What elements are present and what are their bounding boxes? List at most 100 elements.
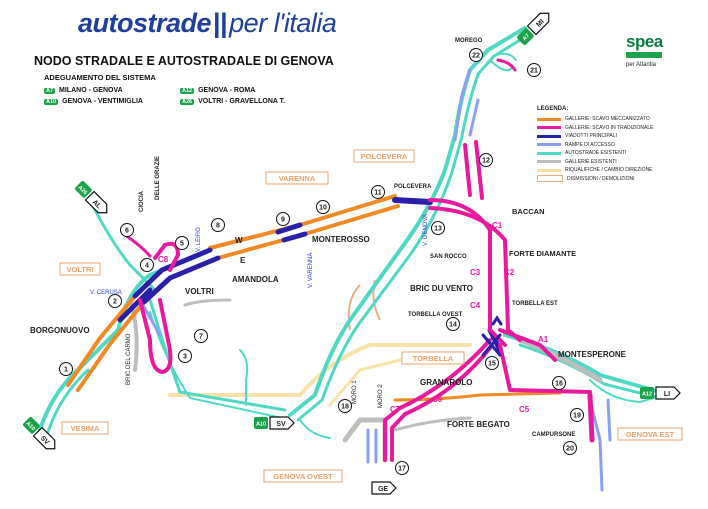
road-label: V. VARENNA (308, 253, 314, 288)
existing-tunnels (128, 298, 603, 463)
tunnel-baccan (463, 143, 472, 197)
marker-number: 3 (183, 354, 187, 361)
direction-arrow-icon (526, 12, 550, 36)
spea-by: per Atlantia (626, 62, 657, 68)
place-label: VOLTRI (185, 287, 214, 296)
legend-item: GALLERIE ESISTENTI (537, 158, 695, 167)
marker-10: 10 (316, 200, 330, 214)
marker-circle (178, 349, 192, 363)
area-label-box (353, 149, 415, 163)
place-label: CAMPURSONE (532, 432, 575, 438)
portal-tick (258, 238, 262, 240)
marker-circle (276, 212, 290, 226)
marker-14: 14 (446, 317, 460, 331)
legend-swatch (537, 126, 561, 130)
marker-number: 11 (374, 190, 382, 197)
viaduct-varenna (275, 222, 303, 235)
marker-circle (59, 362, 73, 376)
direction-arrow-icon (371, 481, 397, 495)
traditional-tunnels (123, 58, 595, 462)
viaduct-genova (392, 197, 433, 205)
direction-arrow-icon (655, 386, 681, 400)
marker-19: 19 (570, 408, 584, 422)
route-shield (517, 28, 534, 45)
marker-15: 15 (485, 356, 499, 370)
marker-circle (175, 236, 189, 250)
marker-circle (395, 461, 409, 475)
legend-item: DISMISSIONI / DEMOLIZIONI (537, 175, 695, 184)
tunnel-baccan-b (474, 140, 484, 200)
tunnel-code: A1 (538, 335, 549, 344)
tunnel-code: C2 (504, 268, 515, 277)
ramp (468, 98, 480, 137)
area-label-box (401, 351, 465, 365)
ramp-ge (366, 428, 378, 464)
area-label-text: GENOVA EST (626, 430, 675, 439)
legend-label: VIADOTTI PRINCIPALI (565, 133, 617, 140)
legend-item: GALLERIE: SCAVO IN TRADIZIONALE (537, 124, 695, 133)
marker-number: 7 (199, 334, 203, 341)
brand-separator: || (213, 8, 228, 38)
tunnel-bric-carmo (138, 298, 173, 374)
tunnel-code: C5 (519, 405, 530, 414)
road-label: BRIC DEL CARMO (126, 333, 132, 385)
place-label: POLCEVERA (394, 184, 432, 190)
existing-road-genova-est (589, 379, 661, 403)
marker-number: 20 (566, 446, 574, 453)
route-badge: A26 (180, 99, 195, 105)
marker-circle (371, 185, 385, 199)
route-badge: A10 (44, 99, 59, 105)
legend-item: GALLERIE: SCAVO MECCANIZZATO (537, 115, 695, 124)
marker-number: 14 (449, 322, 457, 329)
existing-tunnel (393, 416, 472, 432)
ramp (588, 398, 604, 492)
place-label: AMANDOLA (232, 275, 279, 284)
viaduct-leiro-b (141, 255, 221, 305)
portal-tick (348, 212, 352, 214)
tunnel-code: C3 (470, 268, 481, 277)
portal-tick (364, 208, 368, 210)
route-shield (23, 417, 40, 434)
marker-number: 8 (216, 223, 220, 230)
tunnel-campursone (587, 392, 595, 443)
marker-11: 11 (371, 185, 385, 199)
legend-label: GALLERIE: SCAVO MECCANIZZATO (565, 116, 650, 123)
place-label: BRIC DU VENTO (410, 284, 473, 293)
marker-number: 9 (281, 217, 285, 224)
area-label-text: VESIMA (71, 424, 100, 433)
place-label: TORBELLA OVEST (408, 312, 463, 318)
junction-arrow (491, 315, 503, 326)
marker-8: 8 (211, 218, 225, 232)
direction-arrow-icon (269, 416, 295, 430)
marker-circle (211, 218, 225, 232)
marker-22: 22 (469, 48, 483, 62)
area-label-box (263, 469, 343, 483)
marker-3: 3 (178, 349, 192, 363)
route-name: MILANO - GENOVA (59, 87, 123, 94)
marker-number: 5 (180, 241, 184, 248)
place-label: MOREGO (455, 38, 483, 44)
autostrade-logo: autostrade||per l'italia (78, 8, 337, 39)
place-label: GRANAROLO (420, 378, 472, 387)
existing-road-a10-west (38, 253, 202, 432)
legend-swatch (537, 175, 563, 183)
marker-circle (194, 329, 208, 343)
marker-5: 5 (175, 236, 189, 250)
marker-number: 19 (573, 413, 581, 420)
marker-circle (479, 153, 493, 167)
route-shield (640, 387, 654, 399)
marker-number: 13 (434, 226, 442, 233)
area-label: GENOVA OVEST (263, 469, 343, 483)
marker-12: 12 (479, 153, 493, 167)
access-ramps (138, 68, 612, 492)
spea-word: spea (626, 32, 663, 51)
place-label: BACCAN (512, 207, 545, 216)
road-label: MORO 2 (378, 384, 384, 408)
area-label-text: VOLTRI (67, 265, 94, 274)
marker-circle (570, 408, 584, 422)
tunnel-code: C7 (390, 405, 401, 414)
